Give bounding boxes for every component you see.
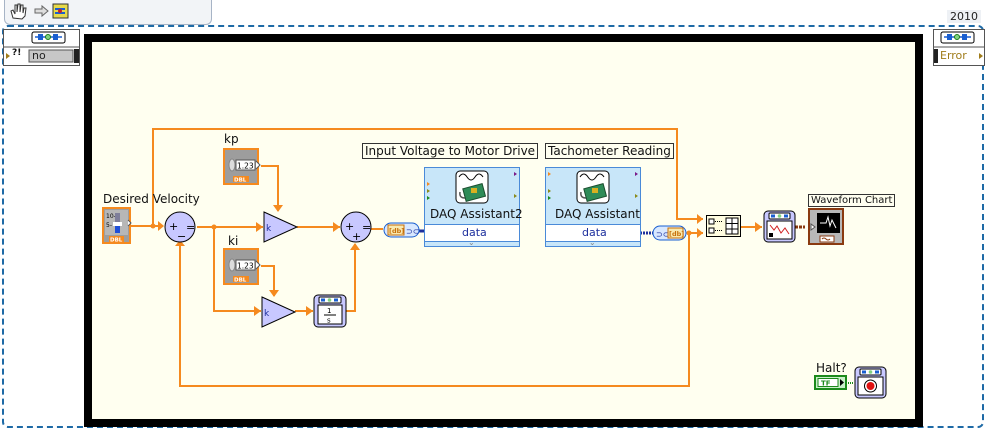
svg-text:=: =	[186, 221, 195, 234]
svg-text:+: +	[345, 220, 354, 233]
toolbar-icons	[10, 3, 69, 20]
svg-text:10-: 10-	[106, 213, 116, 220]
gain-triangle-icon: k	[261, 296, 297, 328]
build-array-icon	[706, 215, 741, 237]
data-port-label: data	[462, 226, 487, 239]
svg-text:−: −	[177, 230, 186, 243]
version-label: 2010	[947, 10, 981, 23]
integrator-node[interactable]: 1 s	[313, 294, 347, 328]
svg-text:DBL: DBL	[234, 278, 247, 284]
svg-text:⊃⊂: ⊃⊂	[406, 227, 420, 236]
compound-arithmetic-icon: + + =	[340, 211, 372, 243]
daq-assistant-node[interactable]: DAQ Assistant data ⌄	[545, 167, 641, 247]
daq-assistant-label: Tachometer Reading	[545, 143, 674, 159]
add-node[interactable]: + + =	[340, 211, 374, 245]
data-port[interactable]: data	[425, 224, 519, 242]
compound-arithmetic-icon: + − =	[164, 211, 196, 243]
wire[interactable]	[261, 265, 275, 296]
gain-triangle-icon: k	[263, 211, 299, 243]
svg-text:⊃⊂: ⊃⊂	[656, 230, 670, 239]
build-array-node[interactable]	[706, 215, 741, 237]
left-shift-register[interactable]: ?! no	[3, 29, 80, 66]
shift-register-icon	[35, 34, 62, 40]
vi-icon[interactable]	[52, 3, 69, 19]
data-port[interactable]: data	[546, 224, 640, 242]
ki-control[interactable]: 1.23 DBL	[223, 248, 263, 285]
output-arrow-icon	[979, 53, 983, 59]
shift-register-value: no	[32, 49, 46, 62]
svg-text:[db]: [db]	[669, 230, 684, 238]
numeric-control-icon: 1.23 DBL	[223, 248, 261, 285]
boolean-control-icon: TF	[814, 375, 847, 390]
svg-text:=: =	[362, 221, 371, 234]
svg-text:5-: 5-	[106, 222, 112, 229]
wire[interactable]	[179, 233, 690, 387]
halt-label: Halt?	[816, 361, 847, 375]
to-dynamic-data-node[interactable]: [db] ⊃⊂	[383, 222, 421, 238]
gain-ki-node[interactable]: k	[261, 296, 297, 328]
daq-icon	[548, 170, 638, 204]
waveform-chart-indicator[interactable]	[808, 208, 844, 245]
svg-text:DBL: DBL	[234, 178, 247, 184]
daq-assistant2-node[interactable]: DAQ Assistant2 data ⌄	[424, 167, 523, 247]
error-indicator: ?!	[12, 48, 22, 58]
arrow-icon[interactable]	[34, 4, 49, 18]
toolbar	[4, 0, 212, 25]
stop-icon	[854, 366, 887, 399]
slider-icon: 10- 5- DBL	[102, 207, 132, 244]
numeric-control-icon: 1.23 DBL	[223, 148, 261, 185]
integrator-icon: 1 s	[313, 294, 347, 328]
svg-text:1.23: 1.23	[237, 162, 254, 171]
halt-control[interactable]: TF	[814, 375, 847, 390]
shift-register-icon	[944, 34, 971, 40]
right-shift-register[interactable]: Error	[933, 29, 985, 66]
svg-text:DBL: DBL	[110, 238, 123, 244]
hand-tool-icon[interactable]	[10, 3, 27, 20]
kp-label: kp	[224, 132, 239, 146]
gain-kp-node[interactable]: k	[263, 211, 299, 243]
desired-velocity-control[interactable]: 10- 5- DBL	[102, 207, 132, 244]
wire[interactable]	[152, 128, 703, 226]
svg-text:[db]: [db]	[389, 227, 404, 235]
daq-assistant2-name: DAQ Assistant2	[430, 207, 523, 221]
shift-register-graphic	[934, 31, 984, 63]
daq-assistant-name: DAQ Assistant	[555, 207, 640, 221]
svg-text:+: +	[352, 230, 361, 243]
daq-assistant2-label: Input Voltage to Motor Drive	[362, 143, 539, 159]
desired-velocity-label: Desired Velocity	[103, 192, 200, 206]
from-dynamic-data-node[interactable]: ⊃⊂ [db]	[652, 225, 688, 241]
svg-text:k: k	[264, 309, 270, 319]
waveform-chart-label: Waveform Chart	[808, 194, 896, 207]
chart-express-node[interactable]	[763, 210, 796, 243]
expand-chevron-icon[interactable]: ⌄	[468, 238, 475, 247]
convert-dynamic-data-icon: [db] ⊃⊂	[383, 222, 420, 238]
while-loop-border	[2, 25, 984, 428]
svg-text:+: +	[169, 220, 178, 233]
input-arrow-icon	[6, 53, 10, 59]
svg-text:k: k	[266, 224, 272, 234]
subtract-node[interactable]: + − =	[164, 211, 198, 245]
svg-text:1.23: 1.23	[237, 262, 254, 271]
waveform-graph-icon	[763, 210, 796, 243]
convert-dynamic-data-icon: ⊃⊂ [db]	[652, 225, 687, 241]
shift-register-graphic	[4, 31, 79, 63]
svg-text:TF: TF	[821, 380, 831, 388]
waveform-chart-icon	[808, 208, 844, 245]
data-port-label: data	[582, 226, 607, 239]
wire[interactable]	[213, 227, 261, 312]
loop-condition-terminal[interactable]	[854, 366, 888, 399]
wire[interactable]	[261, 165, 279, 211]
ki-label: ki	[228, 234, 239, 248]
wire[interactable]	[346, 244, 356, 312]
expand-chevron-icon[interactable]: ⌄	[589, 238, 596, 247]
svg-text:s: s	[327, 317, 331, 325]
svg-text:1: 1	[327, 307, 331, 315]
shift-register-value: Error	[940, 49, 967, 62]
kp-control[interactable]: 1.23 DBL	[223, 148, 263, 185]
daq-icon	[427, 170, 517, 204]
